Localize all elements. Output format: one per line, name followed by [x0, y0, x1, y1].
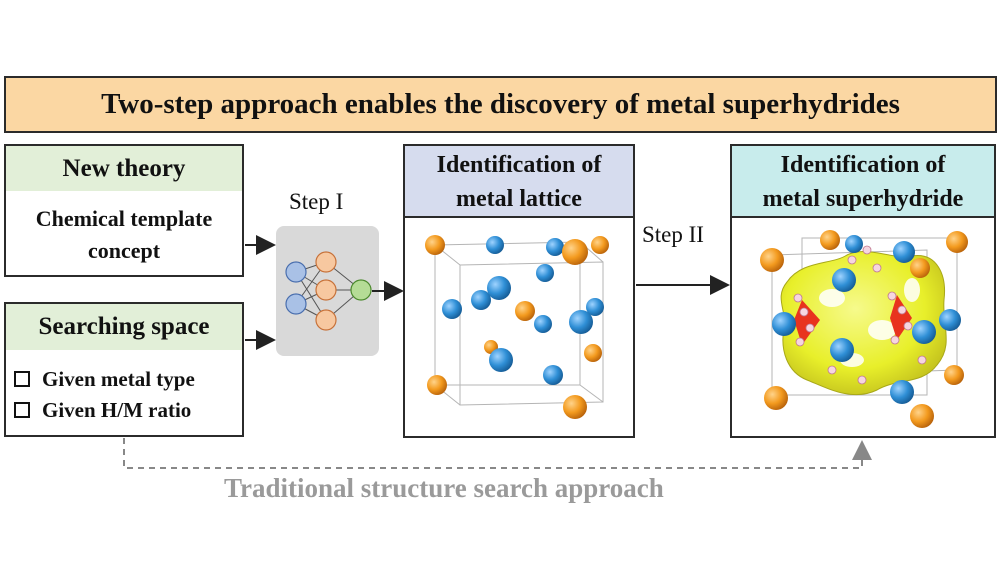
- new-theory-header: New theory: [6, 146, 242, 191]
- orange-atom: [764, 386, 788, 410]
- blue-atom: [442, 299, 462, 319]
- metal-lattice-structure: [425, 235, 609, 419]
- neural-network-panel: [276, 226, 379, 356]
- blue-atom: [830, 338, 854, 362]
- theory-line-2: concept: [87, 238, 161, 263]
- title-banner: Two-step approach enables the discovery …: [4, 76, 997, 133]
- neural-network-icon: [285, 251, 372, 331]
- orange-atom: [910, 404, 934, 428]
- blue-atom: [772, 312, 796, 336]
- searching-space-header: Searching space: [6, 304, 242, 350]
- banner-title: Two-step approach enables the discovery …: [101, 88, 900, 120]
- orange-atom: [425, 235, 445, 255]
- checkbox-icon: [14, 371, 30, 388]
- blue-atom: [893, 241, 915, 263]
- blue-atom: [939, 309, 961, 331]
- option-metal-type: Given metal type: [14, 367, 195, 392]
- orange-atom: [910, 258, 930, 278]
- metal-superhydride-box: Identification of metal superhydride: [730, 144, 996, 438]
- orange-atom: [820, 230, 840, 250]
- checkbox-icon: [14, 402, 30, 419]
- orange-atom: [584, 344, 602, 362]
- blue-atom: [912, 320, 936, 344]
- orange-atom: [427, 375, 447, 395]
- searching-space-box: Searching space Given metal type Given H…: [4, 302, 244, 437]
- step-1-label: Step I: [289, 189, 344, 214]
- metal-superhydride-structure: [760, 230, 968, 428]
- blue-atom: [487, 276, 511, 300]
- step-2-label: Step II: [642, 222, 704, 247]
- blue-atom: [534, 315, 552, 333]
- metal-lattice-box: Identification of metal lattice: [403, 144, 635, 438]
- orange-atom: [591, 236, 609, 254]
- blue-atom: [845, 235, 863, 253]
- blue-atom: [489, 348, 513, 372]
- blue-atom: [832, 268, 856, 292]
- blue-atom: [586, 298, 604, 316]
- theory-line-1: Chemical template: [35, 206, 213, 231]
- dashed-traditional-path: [123, 438, 872, 469]
- orange-atom: [562, 239, 588, 265]
- blue-atom: [569, 310, 593, 334]
- orange-atom: [760, 248, 784, 272]
- metal-superhydride-header: Identification of metal superhydride: [732, 146, 994, 218]
- blue-atom: [536, 264, 554, 282]
- orange-atom: [946, 231, 968, 253]
- blue-atom: [890, 380, 914, 404]
- orange-atom: [944, 365, 964, 385]
- traditional-approach-label: Traditional structure search approach: [224, 473, 664, 503]
- orange-atom: [563, 395, 587, 419]
- orange-atom: [515, 301, 535, 321]
- option-hm-ratio: Given H/M ratio: [14, 398, 191, 423]
- blue-atom: [471, 290, 491, 310]
- metal-lattice-header: Identification of metal lattice: [405, 146, 633, 218]
- red-bond-region: [890, 295, 912, 340]
- blue-atom: [543, 365, 563, 385]
- blue-atom: [486, 236, 504, 254]
- new-theory-box: New theory Chemical template concept: [4, 144, 244, 277]
- blue-atom: [546, 238, 564, 256]
